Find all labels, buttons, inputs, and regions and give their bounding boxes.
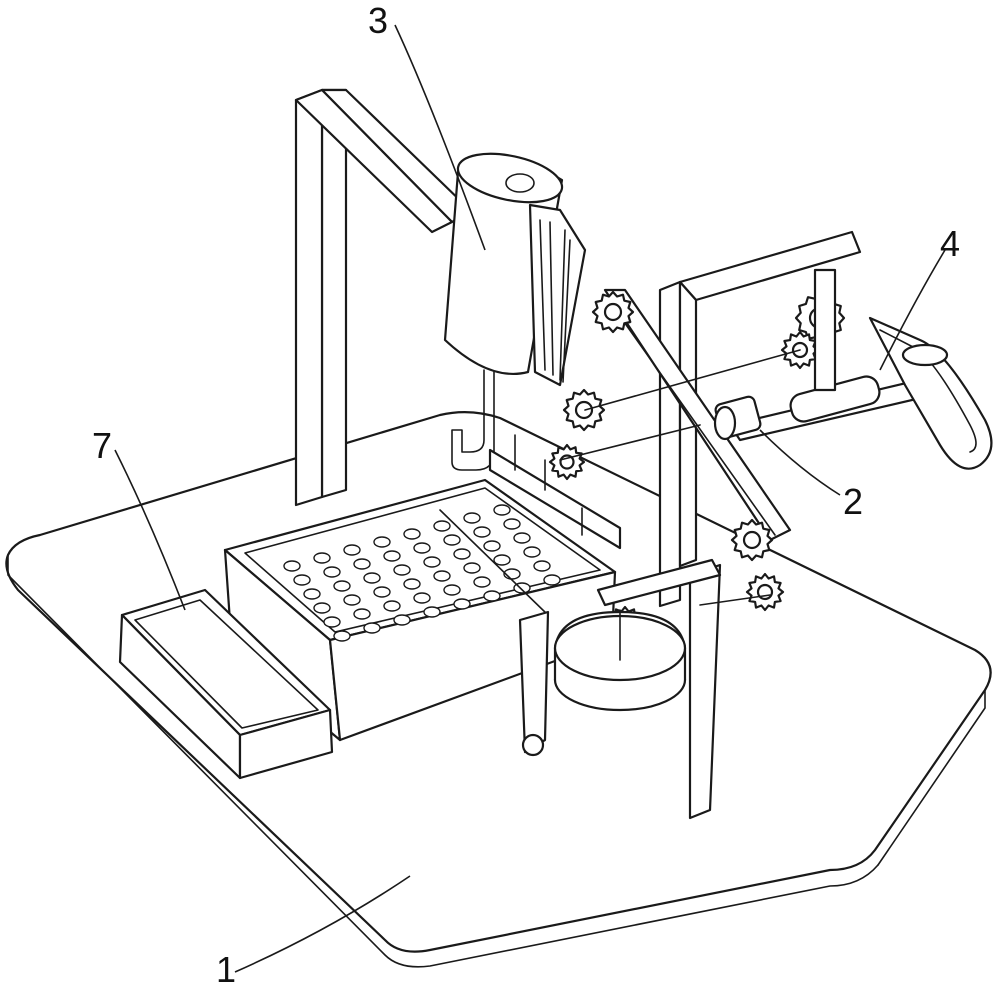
- sieve-hole: [283, 560, 301, 572]
- sieve-hole: [343, 544, 361, 556]
- sieve-hole: [433, 520, 451, 532]
- motor: [713, 395, 762, 441]
- callout-base: 1: [216, 949, 236, 986]
- sieve-hole: [323, 566, 341, 578]
- rail-assembly: [439, 434, 622, 616]
- crank-guide: [789, 268, 993, 470]
- sieve-hole: [503, 518, 521, 530]
- sieve-hole: [473, 526, 491, 538]
- sieve-hole: [493, 504, 511, 516]
- sieve-hole: [293, 574, 311, 586]
- callout-crank-guide: 4: [940, 223, 960, 264]
- gear: [730, 518, 774, 562]
- sieve-hole: [423, 606, 441, 618]
- sieve-hole: [353, 608, 371, 620]
- sieve-hole: [463, 512, 481, 524]
- sieve-hole: [383, 600, 401, 612]
- gear: [562, 388, 606, 432]
- sieve-hole: [363, 572, 381, 584]
- sieve-hole: [393, 614, 411, 626]
- sieve-hole: [433, 570, 451, 582]
- sieve-hole: [493, 554, 511, 566]
- crank-disk: [518, 609, 687, 757]
- sieve-hole: [343, 594, 361, 606]
- sieve-hole: [373, 536, 391, 548]
- sieve-hole: [303, 588, 321, 600]
- sieve-hole: [483, 590, 501, 602]
- sieve-hole: [513, 532, 531, 544]
- sieve-hole: [483, 540, 501, 552]
- callout-motor: 2: [843, 481, 863, 522]
- sieve-hole: [313, 552, 331, 564]
- sieve-hole: [363, 622, 381, 634]
- sieve-hole: [333, 630, 351, 642]
- leader-lines: [114, 24, 946, 973]
- callout-hopper: 3: [368, 0, 388, 41]
- collection-box: [118, 588, 334, 780]
- sieve-hole: [393, 564, 411, 576]
- sieve-hole: [423, 556, 441, 568]
- sieve-hole: [353, 558, 371, 570]
- belt-drive: [603, 288, 792, 542]
- sieve-hole: [323, 616, 341, 628]
- sieve-hole: [463, 562, 481, 574]
- sieve-hole: [403, 578, 421, 590]
- sieve-hole: [453, 598, 471, 610]
- sieve-hole: [533, 560, 551, 572]
- sieve-hole: [383, 550, 401, 562]
- hopper-cylinder: [443, 152, 587, 471]
- sieve-hole: [443, 534, 461, 546]
- sieve-hole: [453, 548, 471, 560]
- shafts: [559, 349, 801, 606]
- sieve-holes: [283, 504, 561, 642]
- sieve-hole: [543, 574, 561, 586]
- callout-collection-box: 7: [92, 425, 112, 466]
- gear: [591, 290, 635, 334]
- sieve-hole: [403, 528, 421, 540]
- sieve-hole: [373, 586, 391, 598]
- sieve-hole: [333, 580, 351, 592]
- sieve-hole: [473, 576, 491, 588]
- sieve-hole: [443, 584, 461, 596]
- sieve-hole: [413, 542, 431, 554]
- sieve-hole: [523, 546, 541, 558]
- sieve-hole: [413, 592, 431, 604]
- callout-labels: 3 4 2 7 1: [92, 0, 960, 986]
- sieve-hole: [313, 602, 331, 614]
